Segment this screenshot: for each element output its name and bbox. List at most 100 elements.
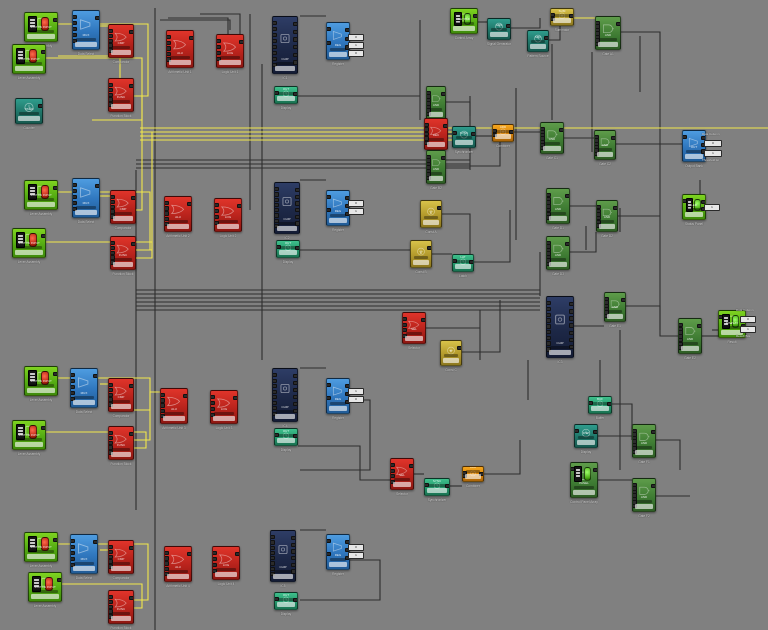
node-mux-node[interactable]: MUX — [70, 534, 98, 574]
output-pin[interactable] — [295, 208, 299, 213]
input-pin[interactable] — [109, 445, 113, 450]
node-logic-gate[interactable]: CMP — [108, 378, 134, 412]
value-readout[interactable]: 1 — [348, 388, 364, 395]
input-pin[interactable] — [167, 35, 171, 40]
node-mux-node[interactable]: REG — [326, 22, 350, 60]
input-pin[interactable] — [425, 483, 429, 488]
node-logic-gate[interactable]: ALU — [164, 196, 192, 232]
input-pin[interactable] — [165, 561, 169, 566]
input-pin[interactable] — [73, 33, 77, 38]
output-pin[interactable] — [651, 430, 655, 435]
output-pin[interactable] — [593, 468, 597, 473]
input-pin[interactable] — [391, 468, 395, 473]
output-pin[interactable] — [38, 104, 42, 109]
output-pin[interactable] — [569, 309, 573, 314]
input-pin[interactable] — [589, 401, 593, 406]
output-pin[interactable] — [131, 196, 135, 201]
input-pin[interactable] — [111, 255, 115, 260]
output-pin[interactable] — [293, 388, 297, 393]
input-pin[interactable] — [109, 397, 113, 402]
input-pin[interactable] — [273, 406, 277, 411]
output-pin[interactable] — [613, 206, 617, 211]
input-pin[interactable] — [213, 557, 217, 562]
output-pin[interactable] — [291, 536, 295, 541]
input-pin[interactable] — [551, 13, 555, 18]
output-pin[interactable] — [441, 92, 445, 97]
node-clock-node[interactable]: SYNC — [424, 478, 450, 496]
output-pin[interactable] — [187, 202, 191, 207]
output-pin[interactable] — [293, 37, 297, 42]
output-pin[interactable] — [129, 432, 133, 437]
node-logic-gate[interactable]: ALU — [160, 388, 188, 424]
node-input-switch[interactable]: SWITCH INPUT — [24, 180, 58, 210]
output-pin[interactable] — [93, 540, 97, 545]
input-pin[interactable] — [275, 202, 279, 208]
input-pin[interactable] — [547, 324, 551, 329]
value-readout[interactable]: 1 — [348, 42, 364, 49]
input-pin[interactable] — [109, 33, 113, 39]
input-pin[interactable] — [493, 129, 497, 134]
output-pin[interactable] — [293, 22, 297, 27]
output-pin[interactable] — [53, 186, 57, 191]
output-pin[interactable] — [437, 206, 441, 211]
node-clock-node[interactable]: OUT — [274, 428, 298, 446]
node-and-gate[interactable]: AND — [426, 150, 446, 184]
input-pin[interactable] — [391, 463, 395, 468]
node-input-switch[interactable]: KEYPAD — [450, 8, 478, 34]
output-pin[interactable] — [295, 201, 299, 206]
input-pin[interactable] — [71, 557, 75, 562]
input-pin[interactable] — [217, 51, 221, 56]
toggle-switch-bank[interactable] — [28, 16, 37, 32]
toggle-switch-bank[interactable] — [16, 232, 25, 248]
value-readout[interactable]: 1 — [740, 326, 756, 333]
output-pin[interactable] — [291, 569, 295, 574]
input-pin[interactable] — [161, 403, 165, 408]
input-pin[interactable] — [71, 373, 75, 378]
input-pin[interactable] — [71, 379, 75, 384]
input-pin[interactable] — [165, 551, 169, 556]
input-pin[interactable] — [71, 551, 75, 556]
node-input-switch[interactable]: SWITCH INPUT — [12, 228, 46, 258]
output-pin[interactable] — [293, 434, 297, 439]
node-and-gate[interactable]: AND — [594, 130, 616, 160]
input-pin[interactable] — [271, 545, 275, 550]
input-pin[interactable] — [109, 87, 113, 93]
output-pin[interactable] — [345, 548, 349, 553]
output-pin[interactable] — [471, 132, 475, 137]
input-pin[interactable] — [403, 317, 407, 322]
node-logic-gate[interactable]: LOG — [212, 546, 240, 580]
node-logic-gate[interactable]: ALU — [166, 30, 194, 68]
input-pin[interactable] — [547, 318, 551, 323]
input-pin[interactable] — [273, 389, 277, 394]
output-pin[interactable] — [41, 426, 45, 431]
toggle-switch-bank[interactable] — [722, 314, 731, 330]
node-mux-node[interactable]: MUX — [72, 10, 100, 50]
input-pin[interactable] — [547, 329, 551, 335]
input-pin[interactable] — [109, 83, 113, 88]
output-pin[interactable] — [544, 36, 548, 41]
input-pin[interactable] — [271, 550, 275, 556]
output-pin[interactable] — [345, 400, 349, 405]
node-ic-chip[interactable]: CHIP — [272, 368, 298, 422]
value-readout[interactable]: 1 — [348, 208, 364, 215]
node-input-switch[interactable]: SWITCH INPUT — [12, 44, 46, 74]
node-input-switch[interactable]: SWITCH INPUT — [24, 12, 58, 42]
output-pin[interactable] — [293, 29, 297, 35]
output-pin[interactable] — [559, 128, 563, 133]
input-pin[interactable] — [165, 216, 169, 221]
output-pin[interactable] — [345, 36, 349, 42]
node-ic-chip[interactable]: CHIP — [272, 16, 298, 74]
output-pin[interactable] — [95, 16, 99, 21]
node-ic-chip[interactable]: CHIP — [274, 182, 300, 234]
node-logic-gate[interactable]: ALU — [164, 546, 192, 582]
input-pin[interactable] — [271, 535, 275, 540]
output-pin[interactable] — [445, 484, 449, 489]
output-pin[interactable] — [237, 204, 241, 209]
output-pin[interactable] — [187, 552, 191, 557]
value-readout[interactable]: 1 — [704, 150, 722, 157]
node-adder-node[interactable]: SUM — [550, 8, 574, 26]
node-mux-node[interactable]: MUX — [70, 368, 98, 408]
input-pin[interactable] — [271, 566, 275, 571]
output-pin[interactable] — [345, 45, 349, 50]
input-pin[interactable] — [275, 213, 279, 218]
